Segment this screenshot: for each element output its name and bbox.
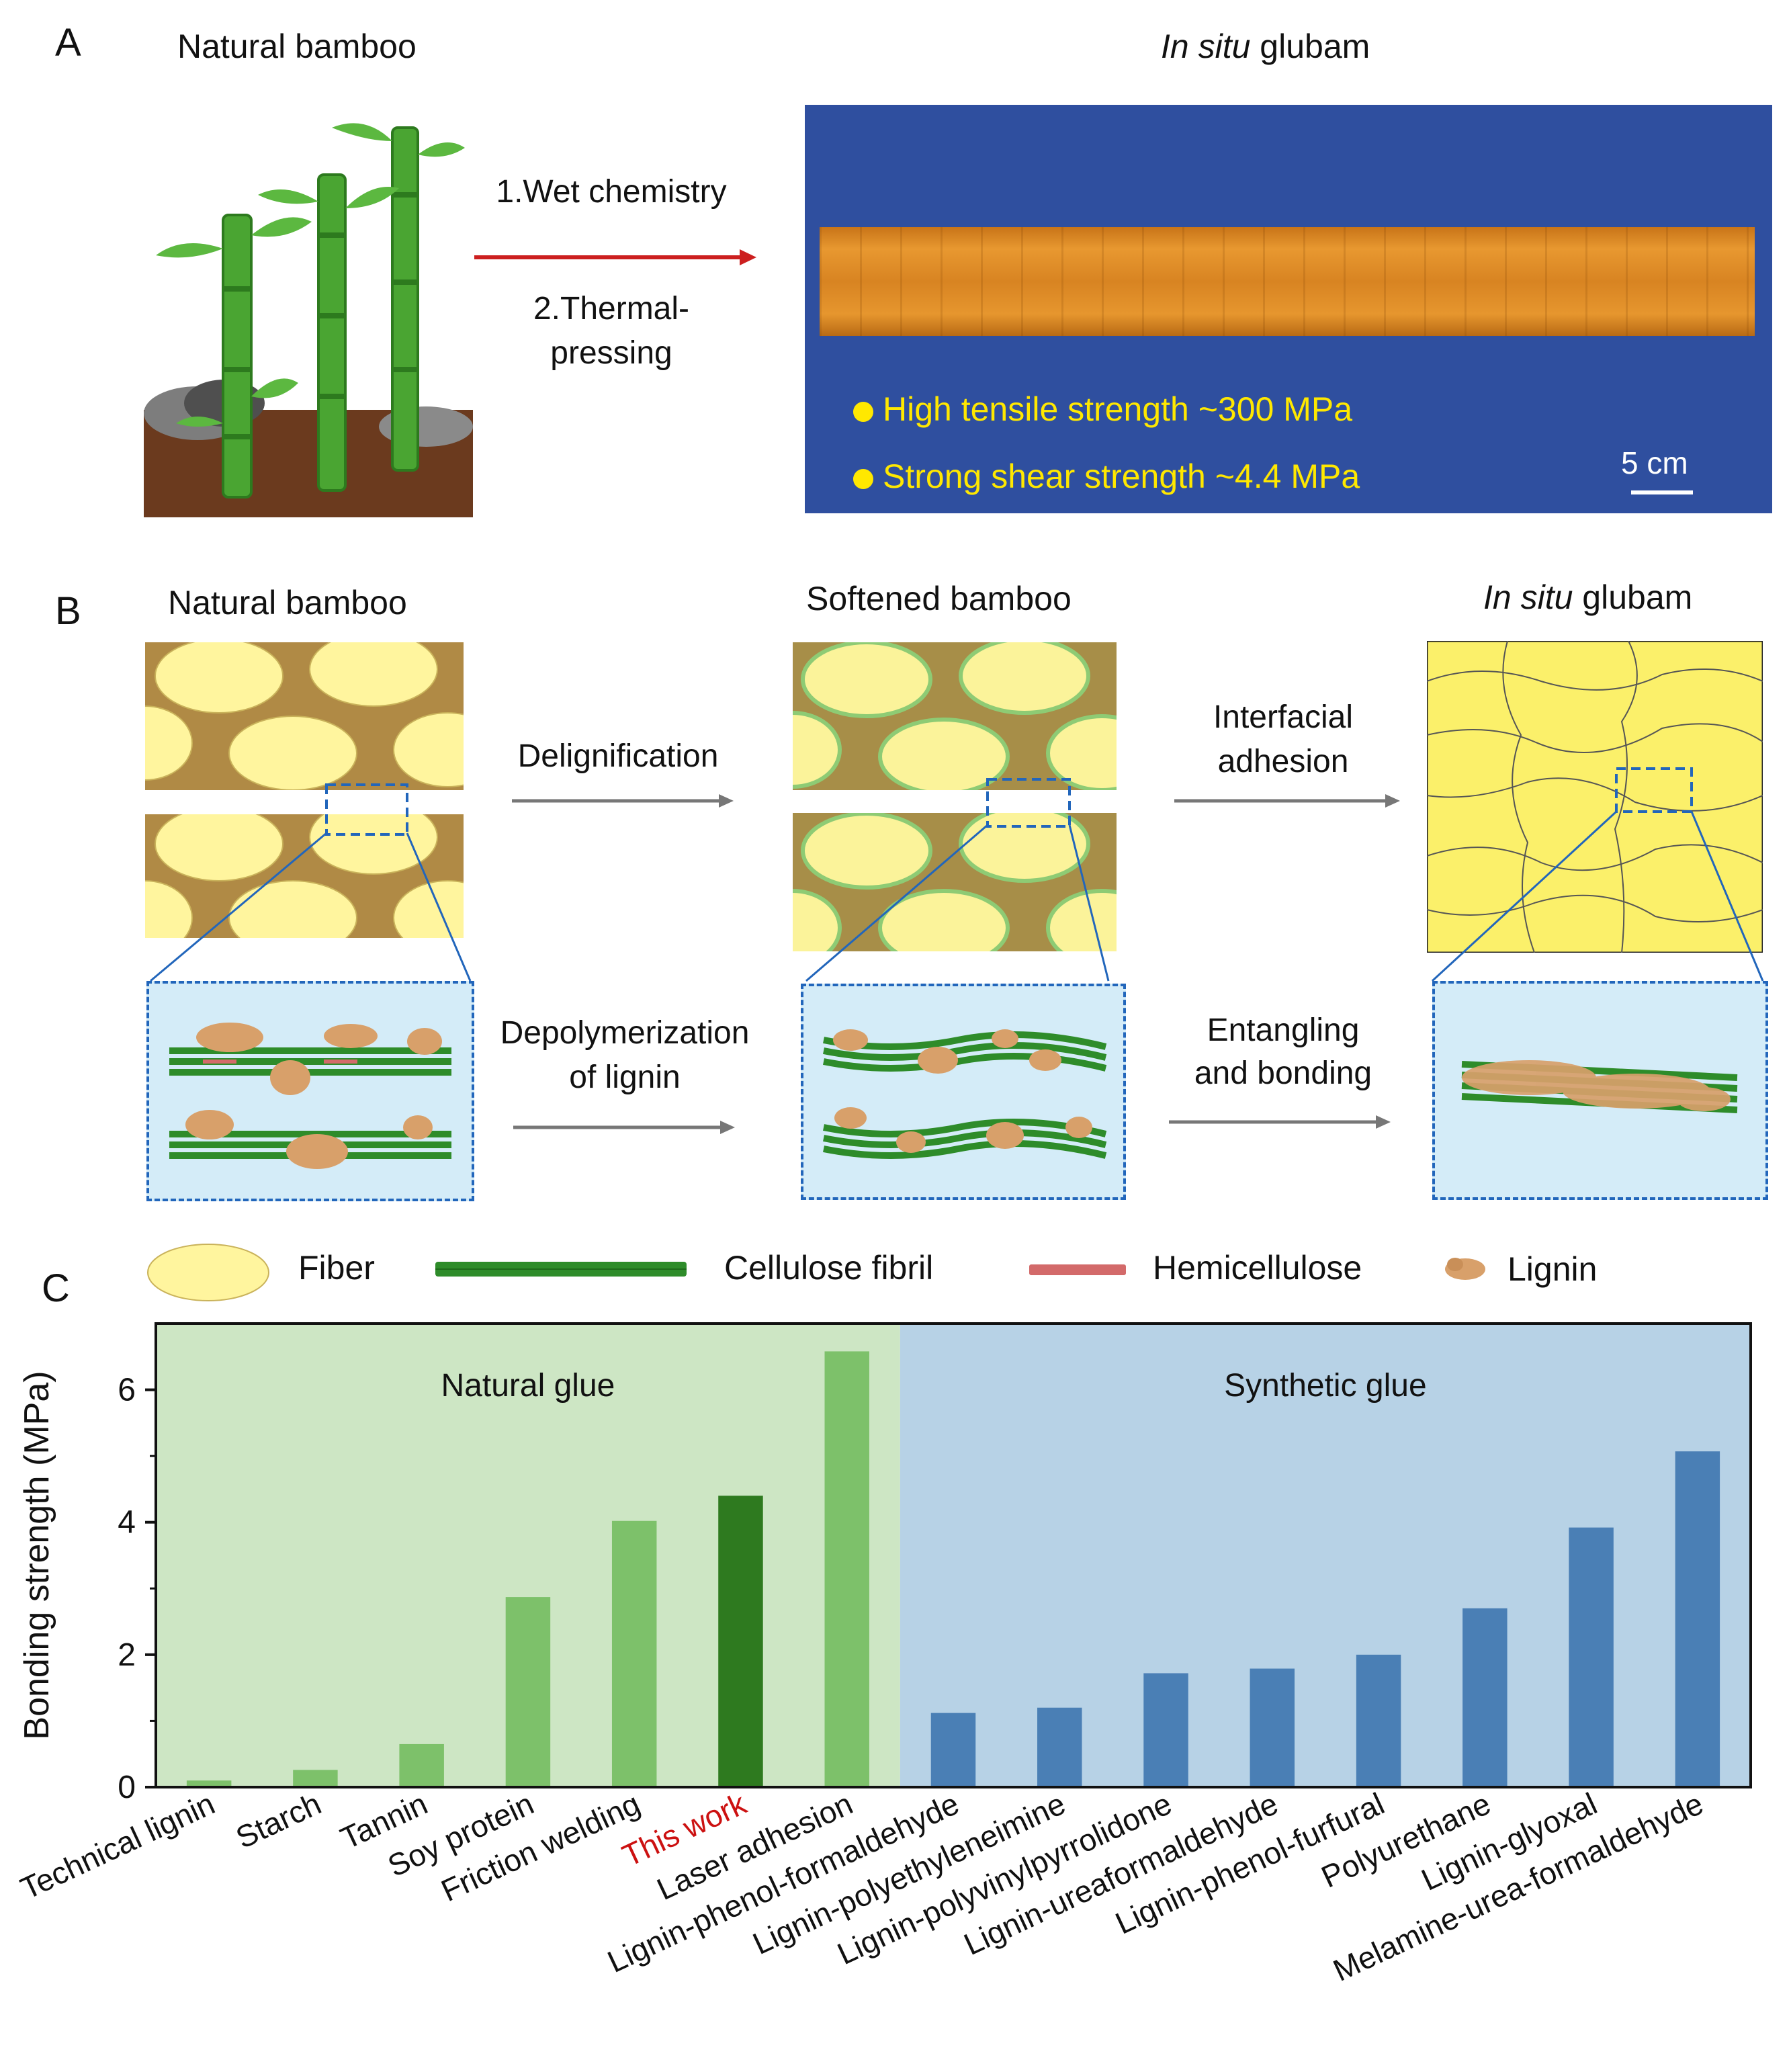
inset-softened-fibrils — [801, 984, 1126, 1200]
panel-c-letter: C — [42, 1266, 70, 1310]
interfacial-adhesion-arrow — [1174, 794, 1400, 808]
entangling-arrow — [1169, 1115, 1391, 1129]
legend-hemicellulose-swatch — [1029, 1264, 1126, 1275]
bar-13 — [1569, 1527, 1614, 1787]
glubam-plank — [820, 227, 1755, 336]
bar-6 — [824, 1351, 869, 1787]
bullet-dot — [853, 468, 873, 489]
region-synthetic-label: Synthetic glue — [1224, 1368, 1427, 1404]
legend-lignin-label: Lignin — [1508, 1250, 1598, 1288]
scale-bar-label: 5 cm — [1621, 445, 1688, 480]
depolymerization-line1: Depolymerization — [500, 1015, 750, 1051]
step1-label: 1.Wet chemistry — [496, 174, 727, 210]
inset-glubam-fibrils — [1432, 981, 1768, 1200]
property-tensile: High tensile strength ~300 MPa — [853, 390, 1352, 429]
y-tick-label: 2 — [118, 1637, 136, 1673]
bar-5 — [718, 1496, 763, 1787]
plot-frame — [155, 1322, 1752, 1788]
bar-2 — [399, 1743, 444, 1787]
bar-3 — [505, 1597, 551, 1787]
glubam-section — [1427, 641, 1763, 953]
step2-label-line2: pressing — [550, 335, 672, 371]
bar-8 — [1037, 1707, 1082, 1787]
bar-12 — [1462, 1608, 1508, 1787]
zoom-connector-lines — [150, 810, 1764, 982]
bullet-dot — [853, 401, 873, 422]
bar-1 — [293, 1770, 338, 1787]
depolymerization-line2: of lignin — [569, 1060, 681, 1095]
delignification-arrow — [512, 794, 734, 808]
bar-7 — [930, 1713, 976, 1787]
glubam-photo: High tensile strength ~300 MPa Strong sh… — [805, 105, 1772, 513]
inset-natural-fibrils — [146, 981, 474, 1201]
panel-a-letter: A — [55, 21, 81, 64]
bar-11 — [1356, 1654, 1401, 1787]
depolymerization-arrow — [513, 1121, 735, 1134]
legend-cellulose-label: Cellulose fibril — [724, 1249, 934, 1287]
property-shear: Strong shear strength ~4.4 MPa — [853, 457, 1360, 496]
red-process-arrow — [474, 249, 756, 265]
entangling-line1: Entangling — [1207, 1012, 1360, 1048]
category-label-1: Starch — [230, 1786, 326, 1855]
bar-14 — [1675, 1451, 1720, 1787]
y-axis-label: Bonding strength (MPa) — [17, 1371, 56, 1739]
bar-4 — [611, 1520, 657, 1787]
softened-bamboo-section — [793, 642, 1117, 951]
entangling-line2: and bonding — [1194, 1055, 1372, 1091]
legend-cellulose-swatch — [435, 1262, 687, 1277]
legend-lignin-swatch — [1445, 1258, 1485, 1280]
step2-label-line1: 2.Thermal- — [533, 291, 690, 327]
delignification-label: Delignification — [517, 738, 719, 774]
y-tick-label: 6 — [118, 1373, 136, 1408]
legend-hemicellulose-label: Hemicellulose — [1153, 1249, 1362, 1287]
panel-a-left-title: Natural bamboo — [177, 28, 417, 65]
bar-9 — [1143, 1673, 1188, 1787]
scale-bar-line — [1631, 490, 1693, 494]
legend-fiber-swatch — [147, 1244, 269, 1301]
col2-title: Softened bamboo — [806, 580, 1072, 617]
interfacial-adhesion-line2: adhesion — [1217, 744, 1349, 779]
col3-title: In situ glubam — [1483, 578, 1693, 616]
interfacial-adhesion-line1: Interfacial — [1213, 699, 1354, 735]
bamboo-illustration — [144, 123, 473, 517]
y-tick-label: 4 — [118, 1505, 136, 1541]
col1-title: Natural bamboo — [168, 584, 407, 621]
y-tick-label: 0 — [118, 1770, 136, 1805]
legend-fiber-label: Fiber — [298, 1249, 375, 1287]
panel-b-letter: B — [55, 589, 81, 633]
bar-10 — [1250, 1668, 1295, 1787]
region-natural-label: Natural glue — [441, 1368, 615, 1404]
bar-0 — [186, 1780, 232, 1787]
panel-a-right-title: In situ glubam — [1161, 28, 1370, 65]
